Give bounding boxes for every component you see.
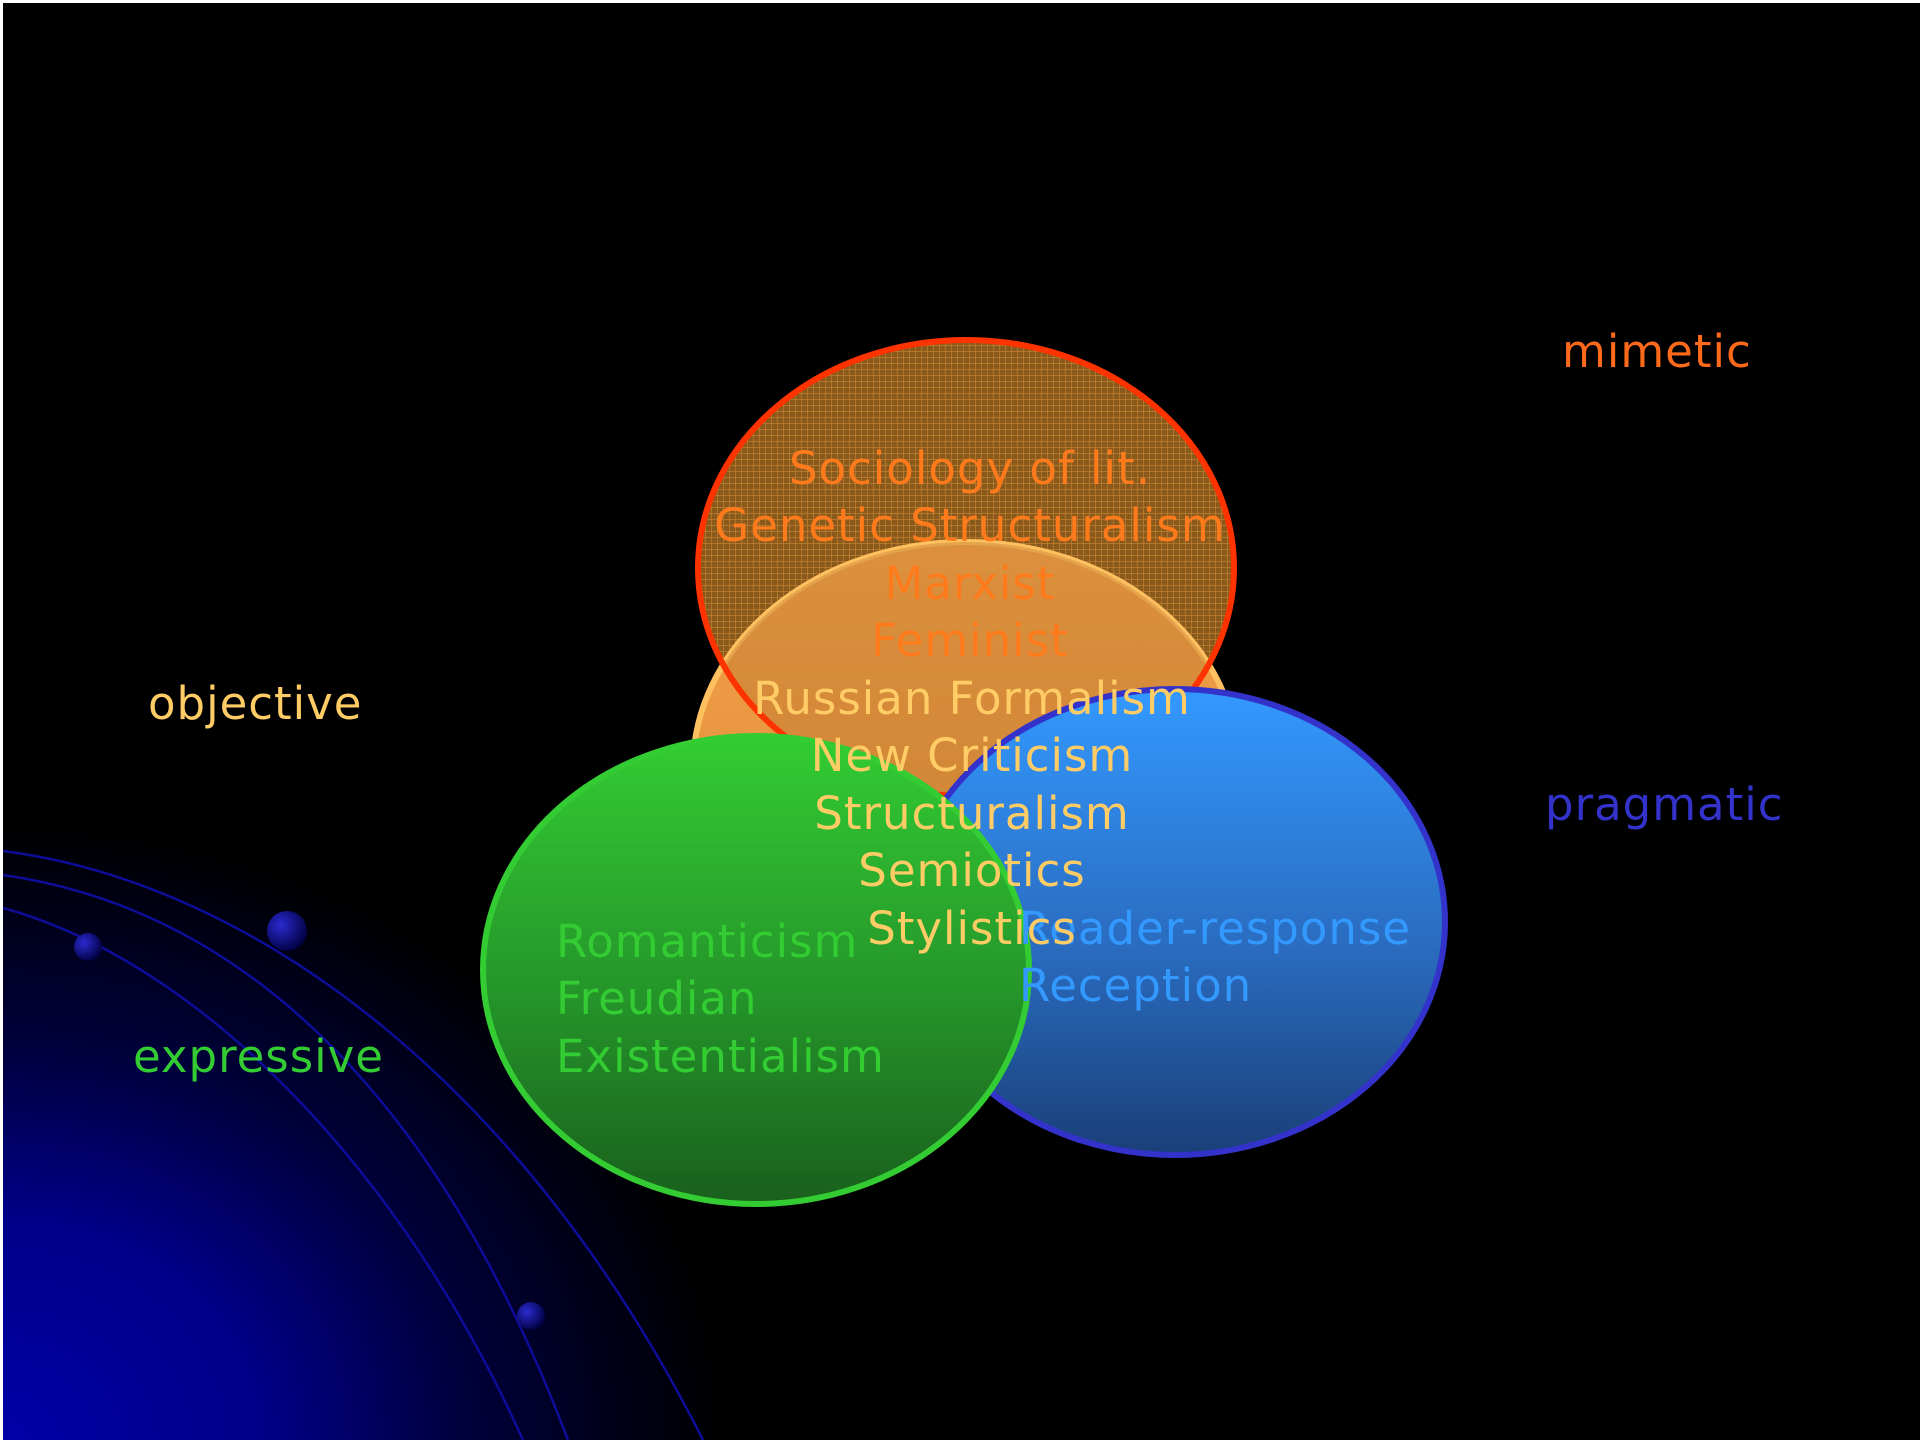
objective-overlap-tint <box>698 542 1234 796</box>
expressive-item: Freudian <box>556 972 758 1025</box>
expressive-circle <box>480 733 1032 1207</box>
pragmatic-item: Reader-response <box>1019 902 1411 955</box>
objective-item: Structuralism <box>814 787 1130 840</box>
objective-label: objective <box>148 677 363 730</box>
mimetic-set: Sociology of lit. Genetic Structuralism … <box>714 442 1225 667</box>
objective-item: Stylistics <box>867 902 1077 955</box>
objective-set: Russian Formalism New Criticism Structur… <box>753 672 1191 897</box>
objective-item: Russian Formalism <box>753 672 1191 725</box>
slide: Sociology of lit. Genetic Structuralism … <box>3 3 1920 1440</box>
objective-item: New Criticism <box>811 729 1134 782</box>
orbit-line <box>3 849 705 1440</box>
mimetic-item: Genetic Structuralism <box>714 499 1225 552</box>
orbit-line <box>3 873 570 1440</box>
mimetic-item: Feminist <box>871 614 1069 667</box>
expressive-item: Romanticism <box>556 915 858 968</box>
mimetic-label: mimetic <box>1562 325 1752 378</box>
venn-diagram: Sociology of lit. Genetic Structuralism … <box>3 325 1784 1440</box>
expressive-item: Existentialism <box>556 1030 885 1083</box>
expressive-set: Romanticism Freudian Existentialism <box>556 915 885 1083</box>
pragmatic-item: Reception <box>1019 959 1252 1012</box>
pragmatic-set: Reader-response Reception <box>1019 902 1411 1012</box>
moon-icon <box>517 1302 545 1330</box>
moon-icon <box>267 911 307 951</box>
objective-item: Semiotics <box>858 844 1085 897</box>
mimetic-item: Sociology of lit. <box>789 442 1151 495</box>
mimetic-item: Marxist <box>885 557 1056 610</box>
moon-icon <box>74 933 102 961</box>
pragmatic-label: pragmatic <box>1545 778 1784 831</box>
expressive-label: expressive <box>133 1030 384 1083</box>
